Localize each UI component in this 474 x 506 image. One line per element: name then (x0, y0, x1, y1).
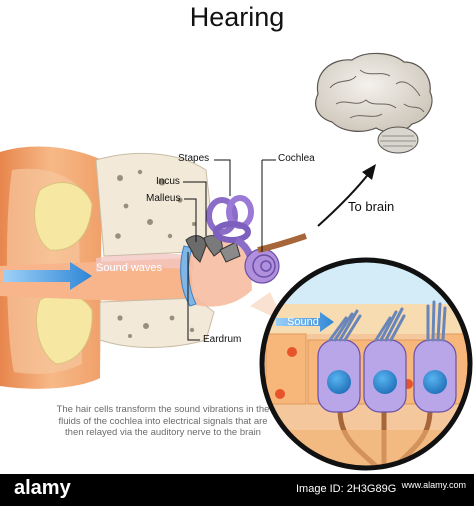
leader-lines (183, 159, 276, 341)
watermark-url: www.alamy.com (401, 480, 466, 490)
to-brain-arrow (317, 171, 371, 227)
to-brain-arrowhead (362, 164, 376, 180)
diagram-title: Hearing (189, 2, 285, 32)
ossicles (185, 235, 241, 263)
label-to-brain: To brain (348, 199, 395, 214)
sound-waves-arrow (4, 262, 92, 290)
label-cochlea: Cochlea (278, 153, 315, 164)
label-sound-waves: Sound waves (96, 262, 163, 274)
inner-ear (206, 195, 307, 284)
outer-ear (0, 146, 194, 389)
brain-illustration (315, 52, 433, 154)
label-stapes: Stapes (178, 153, 210, 164)
watermark-bar: alamy Image ID: 2H3G89G www.alamy.com (0, 474, 474, 506)
label-eardrum: Eardrum (203, 334, 242, 345)
watermark-image-id: Image ID: 2H3G89G (296, 483, 397, 495)
watermark-logo: alamy (14, 477, 71, 499)
diagram-caption: The hair cells transform the sound vibra… (56, 404, 270, 438)
label-malleus: Malleus (146, 193, 181, 204)
temporal-bone (95, 153, 215, 348)
label-sound: Sound (287, 316, 319, 328)
magnified-hair-cells (250, 257, 473, 471)
label-incus: Incus (156, 176, 180, 187)
